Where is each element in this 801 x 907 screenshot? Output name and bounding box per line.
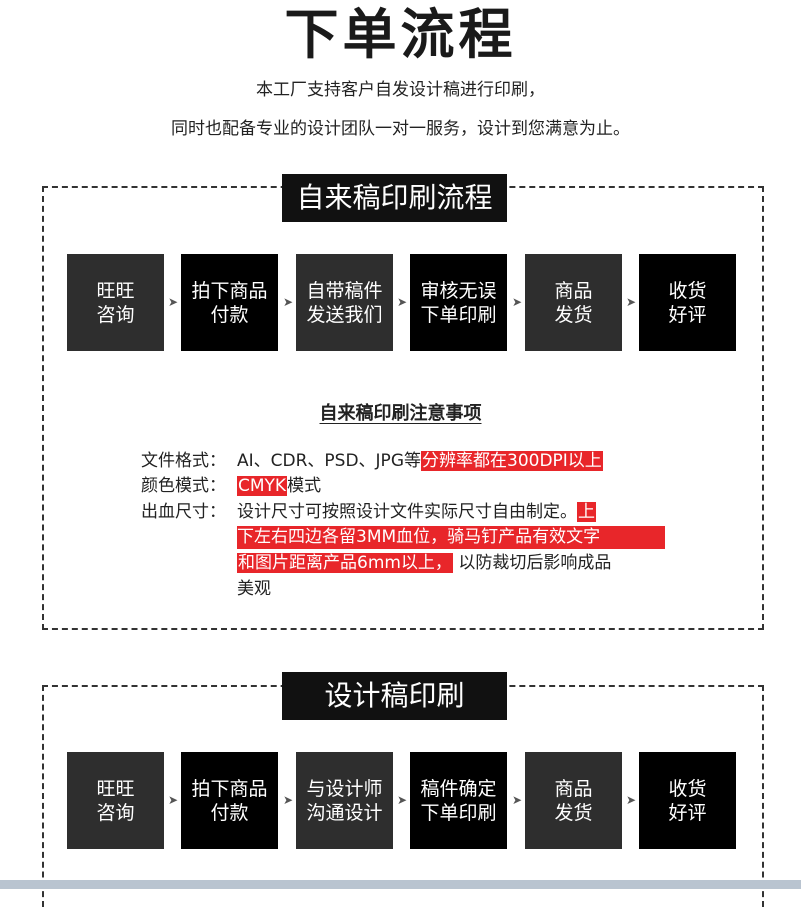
arrow-icon: ➤	[511, 793, 523, 807]
step-label: 商品	[554, 279, 593, 302]
arrow-icon: ➤	[625, 295, 637, 309]
step-label: 发送我们	[306, 303, 383, 326]
intro-line-2: 同时也配备专业的设计团队一对一服务，设计到您满意为止。	[171, 119, 630, 139]
step-label: 好评	[668, 303, 707, 326]
s2-step-5: 商品 发货	[525, 752, 622, 849]
step-label: 与设计师	[306, 777, 383, 800]
arrow-icon: ➤	[282, 793, 294, 807]
format-text: AI、CDR、PSD、JPG等	[237, 451, 421, 471]
section-1-title: 自来稿印刷流程	[282, 174, 507, 222]
step-label: 拍下商品	[191, 777, 268, 800]
step-label: 下单印刷	[420, 303, 497, 326]
s1-step-4: 审核无误 下单印刷	[410, 254, 507, 351]
bleed-highlight-3: 和图片距离产品6mm以上，	[237, 553, 453, 573]
s2-step-1: 旺旺 咨询	[67, 752, 164, 849]
step-label: 发货	[554, 303, 593, 326]
color-text: 模式	[287, 476, 322, 496]
section-2-title: 设计稿印刷	[282, 672, 507, 720]
color-label: 颜色模式：	[141, 476, 226, 496]
bleed-label: 出血尺寸：	[141, 502, 226, 522]
step-label: 自带稿件	[306, 279, 383, 302]
step-label: 旺旺	[96, 279, 135, 302]
s2-step-3: 与设计师 沟通设计	[296, 752, 393, 849]
s1-step-1: 旺旺 咨询	[67, 254, 164, 351]
step-label: 审核无误	[420, 279, 497, 302]
s1-step-3: 自带稿件 发送我们	[296, 254, 393, 351]
step-label: 稿件确定	[420, 777, 497, 800]
format-highlight: 分辨率都在300DPI以上	[421, 451, 603, 471]
step-label: 收货	[668, 777, 707, 800]
s2-step-6: 收货 好评	[639, 752, 736, 849]
format-label: 文件格式：	[141, 451, 226, 471]
intro-line-1: 本工厂支持客户自发设计稿进行印刷，	[256, 80, 545, 100]
notes-title: 自来稿印刷注意事项	[319, 403, 482, 424]
s2-step-2: 拍下商品 付款	[181, 752, 278, 849]
bleed-highlight-1: 上	[577, 502, 596, 522]
color-highlight: CMYK	[237, 476, 288, 496]
step-label: 旺旺	[96, 777, 135, 800]
s1-step-6: 收货 好评	[639, 254, 736, 351]
bleed-line-1: 设计尺寸可按照设计文件实际尺寸自由制定。上	[237, 500, 667, 524]
step-label: 发货	[554, 801, 593, 824]
step-label: 沟通设计	[306, 801, 383, 824]
page-title: 下单流程	[284, 3, 517, 66]
arrow-icon: ➤	[511, 295, 523, 309]
step-label: 收货	[668, 279, 707, 302]
step-label: 商品	[554, 777, 593, 800]
step-label: 拍下商品	[191, 279, 268, 302]
arrow-icon: ➤	[167, 793, 179, 807]
arrow-icon: ➤	[282, 295, 294, 309]
bleed-text-2: 以防裁切后影响成品	[458, 553, 612, 573]
arrow-icon: ➤	[396, 793, 408, 807]
step-label: 付款	[210, 303, 249, 326]
bleed-line-3: 和图片距离产品6mm以上， 以防裁切后影响成品	[237, 551, 667, 575]
arrow-icon: ➤	[167, 295, 179, 309]
step-label: 付款	[210, 801, 249, 824]
arrow-icon: ➤	[625, 793, 637, 807]
s1-step-5: 商品 发货	[525, 254, 622, 351]
step-label: 咨询	[96, 801, 135, 824]
bleed-highlight-2: 下左右四边各留3MM血位，骑马钉产品有效文字	[237, 526, 665, 549]
step-label: 咨询	[96, 303, 135, 326]
s1-step-2: 拍下商品 付款	[181, 254, 278, 351]
s2-step-4: 稿件确定 下单印刷	[410, 752, 507, 849]
format-value: AI、CDR、PSD、JPG等分辨率都在300DPI以上	[237, 449, 667, 473]
color-value: CMYK模式	[237, 474, 667, 498]
step-label: 下单印刷	[420, 801, 497, 824]
bleed-text-3: 美观	[237, 579, 271, 599]
arrow-icon: ➤	[396, 295, 408, 309]
bottom-strip	[0, 880, 801, 889]
step-label: 好评	[668, 801, 707, 824]
bleed-text-1: 设计尺寸可按照设计文件实际尺寸自由制定。	[237, 502, 577, 522]
